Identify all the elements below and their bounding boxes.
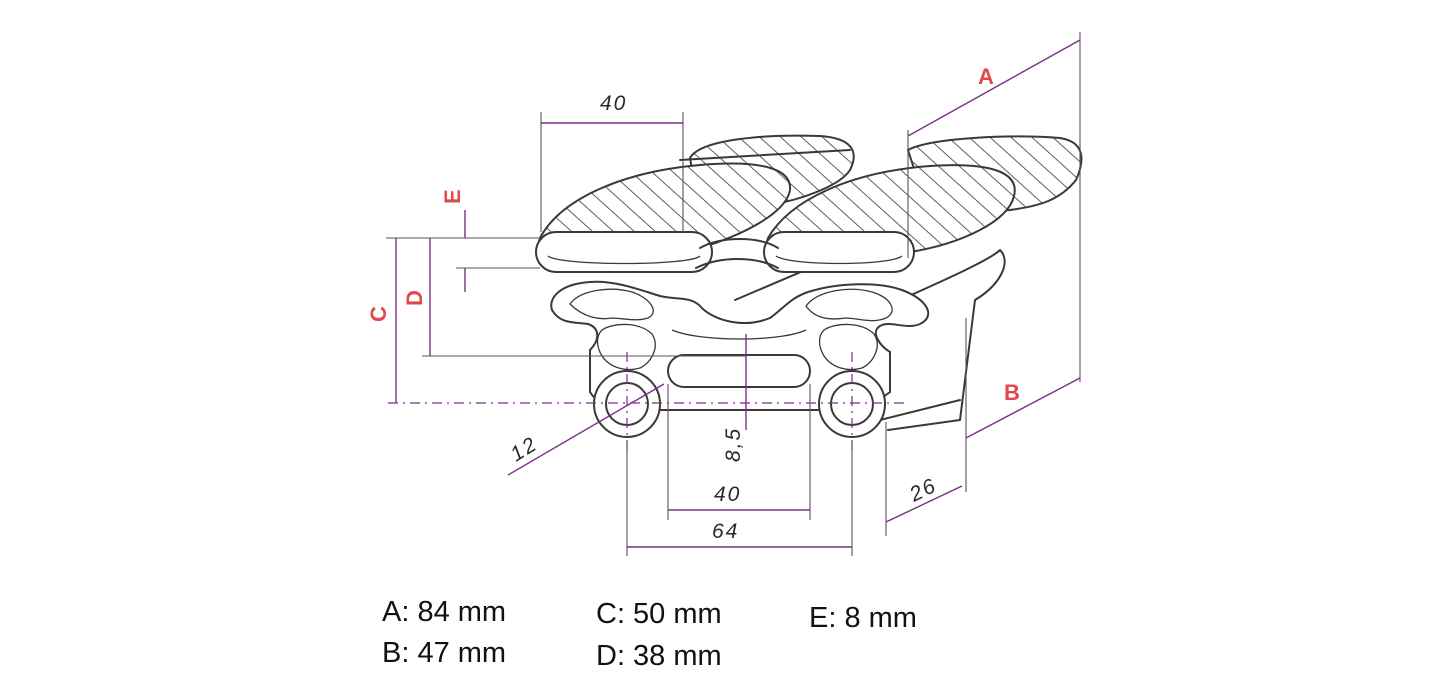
callout-d: D — [402, 290, 427, 306]
dim-b-line — [965, 377, 1081, 439]
gasket-profile — [535, 231, 930, 438]
left-mid-chamber — [596, 323, 656, 371]
legend-e: E: 8 mm — [809, 602, 917, 634]
extrusion-edge-top-left — [679, 149, 851, 161]
dimension-lines — [386, 32, 1081, 556]
center-lines — [388, 352, 905, 450]
dim-bottom-inner-label: 40 — [714, 483, 741, 506]
callout-letters: A B C D E — [366, 64, 1020, 405]
center-web — [671, 329, 807, 340]
dim-depth-label: 26 — [905, 474, 941, 507]
dim-bottom-outer-label: 64 — [712, 520, 739, 543]
extrusion-bottom-right — [879, 399, 961, 421]
right-mid-chamber — [818, 323, 878, 371]
dim-top-width-label: 40 — [600, 92, 627, 115]
magnet-pad-left-inner — [547, 255, 701, 265]
callout-c: C — [366, 306, 391, 322]
dim-depth-line — [885, 485, 963, 523]
callout-b: B — [1004, 380, 1020, 405]
legend-a: A: 84 mm — [382, 596, 507, 628]
magnet-pad-left — [535, 231, 713, 273]
center-slot — [667, 354, 811, 388]
dim-height-small-label: 8,5 — [722, 427, 745, 462]
right-upper-lobe — [805, 288, 893, 322]
dim-bulb-diameter-label: 12 — [506, 432, 541, 466]
legend-d: D: 38 mm — [596, 640, 722, 672]
callout-e: E — [440, 189, 465, 204]
magnet-pad-right — [763, 231, 915, 273]
dim-a-line — [907, 39, 1081, 137]
callout-a: A — [978, 64, 994, 89]
legend-b: B: 47 mm — [382, 637, 507, 669]
left-upper-lobe — [569, 288, 654, 321]
dim-bulb-diameter-line — [507, 383, 665, 476]
magnet-pad-right-inner — [775, 255, 903, 265]
pad-bridge — [699, 238, 779, 249]
pad-bridge-lower — [695, 258, 779, 269]
extrusion-side-right — [887, 249, 1006, 431]
legend-c: C: 50 mm — [596, 598, 722, 630]
